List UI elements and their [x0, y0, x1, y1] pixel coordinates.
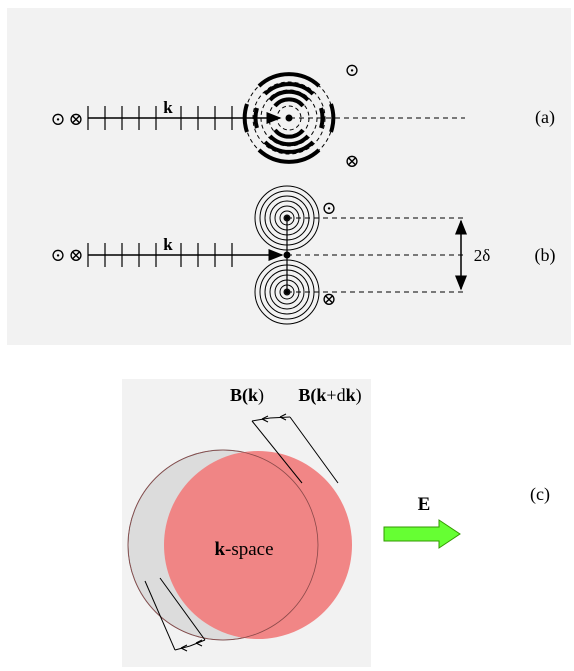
panel-ab-background: [7, 8, 571, 345]
b-field-label-2: B(k+dk): [298, 385, 361, 406]
red-sphere: [164, 451, 352, 639]
panel-b-in-symbol: ⊗: [68, 245, 83, 265]
electric-field-label: E: [418, 494, 431, 515]
panel-c-label: (c): [530, 484, 550, 505]
panel-a-bottom-symbol: ⊗: [344, 151, 359, 171]
panel-a-in-symbol: ⊗: [68, 109, 83, 129]
panel-b: ⊙ ⊗ k: [50, 185, 556, 325]
panel-a-wavefront-ticks: [87, 106, 233, 130]
kspace-label: k-space: [214, 539, 273, 560]
panel-b-out-symbol: ⊙: [50, 245, 65, 265]
electric-field-arrow: [383, 519, 461, 549]
panel-a-vortex: [242, 72, 336, 164]
top-field-arrows: [251, 413, 339, 484]
bottom-field-arrows: [144, 577, 206, 652]
panel-b-dashed-lines: [287, 217, 465, 293]
panel-b-bottom-symbol: ⊗: [321, 289, 336, 309]
panel-b-label: (b): [535, 245, 556, 266]
panel-a-top-symbol: ⊙: [344, 60, 359, 80]
panel-b-top-symbol: ⊙: [321, 198, 336, 218]
gray-sphere-outline: [127, 449, 319, 641]
panel-a-vortex-core: [285, 114, 293, 122]
panel-a-wavevector-label: k: [163, 98, 173, 117]
panel-a-label: (a): [535, 107, 555, 128]
b-field-label-1: B(k): [230, 385, 264, 406]
panel-b-wavefront-ticks: [87, 243, 233, 267]
panel-c: k-space B(k) B(k+dk) E: [122, 379, 550, 667]
panel-b-wavevector-label: k: [163, 235, 173, 254]
kspace-label-bold: k: [214, 539, 225, 560]
panel-a-out-symbol: ⊙: [50, 109, 65, 129]
panel-b-separation-label: 2δ: [474, 246, 491, 265]
kspace-label-rest: -space: [225, 539, 274, 560]
panel-a: ⊙ ⊗ k: [50, 60, 555, 171]
